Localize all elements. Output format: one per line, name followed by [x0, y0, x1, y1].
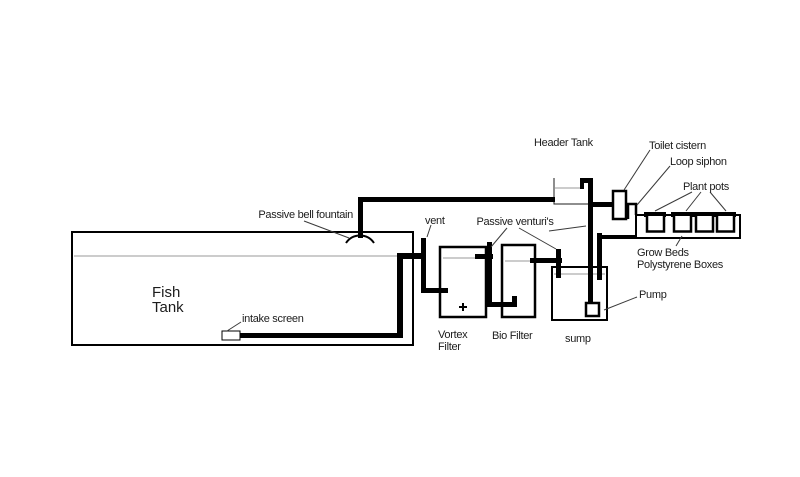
bell-fountain-arc: [345, 234, 375, 244]
grow-beds-label-line1: Grow Beds: [637, 247, 690, 259]
leader-loop-siphon: [636, 165, 671, 206]
vent-label: vent: [425, 215, 445, 227]
leader-plant-pot-1: [654, 191, 693, 212]
sump-label: sump: [565, 333, 591, 345]
fish-tank-box: [71, 231, 414, 346]
pump-box: [584, 301, 601, 318]
vent-pipe: [421, 238, 426, 293]
leader-venturi-left: [490, 227, 508, 248]
bio-inlet-pipe: [487, 302, 517, 307]
plant-pot-top: [714, 212, 736, 217]
bio-outlet-pipe: [530, 258, 562, 263]
leader-toilet-cistern: [623, 149, 651, 191]
bio-filter-box: [500, 243, 537, 319]
leader-grow-beds: [675, 235, 683, 247]
vortex-mark-h: [459, 306, 467, 308]
loop-siphon-pipe: [626, 202, 638, 219]
pump-riser-pipe: [588, 183, 593, 305]
fish-tank-label-line2: Tank: [152, 299, 184, 316]
intake-screen-box: [221, 330, 241, 341]
top-supply-pipe: [358, 197, 555, 202]
leader-pump: [603, 296, 638, 311]
leader-bell-fountain: [303, 220, 350, 239]
leader-venturi-right: [518, 227, 557, 250]
riser-arch: [580, 178, 593, 183]
tank-outlet-pipe: [397, 253, 426, 259]
leader-plant-pot-3: [709, 191, 727, 212]
passive-venturis-label: Passive venturi's: [476, 216, 554, 228]
plant-pot: [694, 216, 715, 233]
grow-bed-drain-pipe: [597, 233, 602, 280]
leader-venturi-far: [548, 225, 587, 232]
plant-pot-top: [671, 212, 693, 217]
tank-riser-pipe: [397, 253, 403, 338]
vortex-swirl-mark: [459, 303, 467, 311]
vortex-filter-label-line1: Vortex: [438, 329, 468, 341]
plant-pot-top: [644, 212, 666, 217]
vortex-outlet-pipe: [475, 254, 493, 259]
bell-fountain-downpipe: [358, 197, 363, 238]
passive-bell-fountain-label: Passive bell fountain: [258, 209, 353, 221]
plant-pots-label: Plant pots: [683, 181, 730, 193]
bio-inlet-stub: [512, 296, 517, 302]
fish-tank-label-line1: Fish: [152, 284, 180, 301]
toilet-cistern-label: Toilet cistern: [649, 140, 706, 152]
riser-discharge-stub: [580, 183, 584, 189]
intake-screen-label: intake screen: [242, 313, 304, 325]
leader-plant-pot-2: [685, 191, 702, 212]
venturi-downpipe-1: [487, 242, 492, 307]
plant-pot: [715, 216, 736, 233]
header-tank-label: Header Tank: [534, 137, 594, 149]
grow-beds-label-line2: Polystyrene Boxes: [637, 259, 724, 271]
venturi-downpipe-2: [556, 249, 561, 278]
plant-pot: [645, 216, 666, 233]
leader-vent: [426, 224, 432, 238]
vortex-filter-label-line2: Filter: [438, 341, 461, 353]
vortex-feed-pipe: [421, 288, 448, 293]
plant-pot-top: [693, 212, 715, 217]
cistern-feed-pipe: [593, 202, 613, 207]
grow-bed-floor-pipe: [601, 235, 637, 239]
leader-intake-screen: [226, 321, 242, 332]
loop-siphon-label: Loop siphon: [670, 156, 727, 168]
plant-pots-group: [644, 212, 736, 233]
toilet-cistern-box: [611, 189, 628, 221]
bio-filter-label: Bio Filter: [492, 330, 533, 342]
plant-pot: [672, 216, 693, 233]
tank-bottom-pipe: [237, 333, 403, 338]
header-tank-outline: [553, 178, 588, 205]
pump-label: Pump: [639, 289, 667, 301]
